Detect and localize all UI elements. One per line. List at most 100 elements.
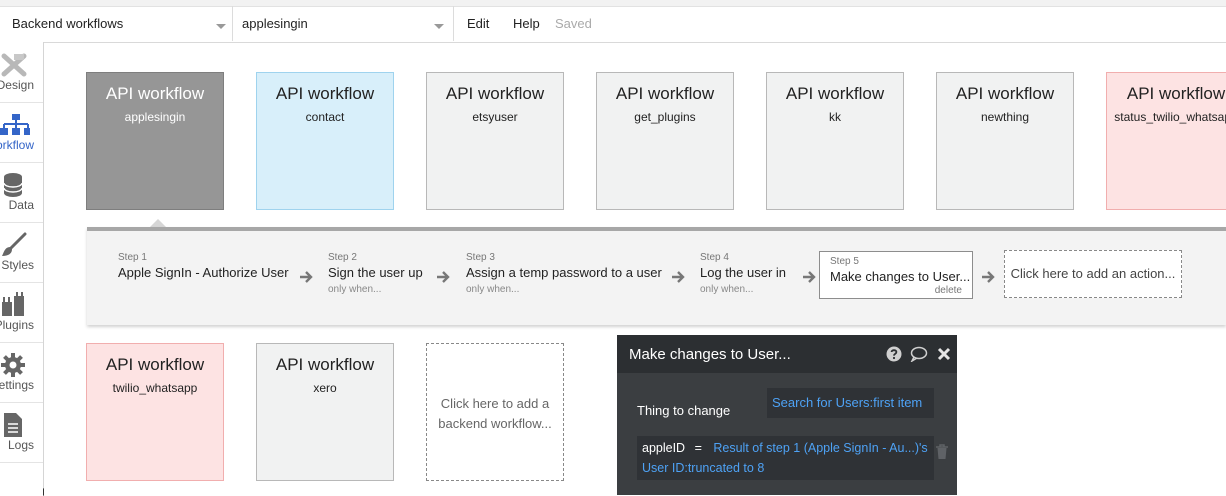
sidebar-item-styles[interactable]: Styles	[0, 222, 43, 283]
step-number: Step 5	[830, 256, 859, 267]
add-backend-workflow-button[interactable]: Click here to add a backend workflow...	[426, 343, 564, 481]
document-icon	[4, 413, 22, 437]
workflow-type: API workflow	[615, 84, 715, 103]
field-assignment[interactable]: appleID = Result of step 1 (Apple SignIn…	[637, 436, 934, 480]
sidebar-item-logs[interactable]: Logs	[0, 402, 43, 463]
sidebar-item-label: Design	[0, 78, 34, 92]
step-condition: only when...	[466, 284, 520, 295]
design-icon	[1, 53, 27, 77]
workflow-name: status_twilio_whatsapp	[1114, 110, 1226, 124]
add-workflow-line2: backend workflow...	[438, 416, 552, 431]
chevron-down-icon	[434, 24, 444, 29]
sidebar-item-workflow[interactable]: Workflow	[0, 102, 43, 163]
sidebar-item-data[interactable]: Data	[0, 162, 43, 223]
panel-header[interactable]: Make changes to User...	[617, 335, 957, 373]
help-icon[interactable]	[886, 346, 902, 362]
property-editor-panel: Make changes to User... Thing to change …	[617, 335, 957, 495]
field-value[interactable]: Result of step 1 (Apple SignIn - Au...)'…	[713, 441, 928, 455]
sidebar-item-settings[interactable]: Settings	[0, 342, 43, 403]
sidebar-item-design[interactable]: Design	[0, 42, 43, 103]
sidebar-item-label: Settings	[0, 378, 34, 392]
add-action-button[interactable]: Click here to add an action...	[1004, 250, 1182, 298]
field-operator: =	[694, 441, 702, 455]
workflow-name: applesingin	[124, 110, 186, 124]
workflow-card[interactable]: API workflow kk	[766, 72, 904, 210]
step-condition: only when...	[328, 284, 382, 295]
step-label: Sign the user up	[328, 265, 423, 280]
workflow-type: API workflow	[275, 84, 375, 103]
step-number: Step 2	[328, 252, 357, 263]
workflow-step-5[interactable]: Step 5 Make changes to User... delete	[819, 251, 973, 299]
sidebar-item-label: Plugins	[0, 318, 34, 332]
workflow-type: API workflow	[1126, 84, 1226, 103]
arrow-right-icon	[982, 271, 995, 283]
workflow-type: API workflow	[445, 84, 545, 103]
workflow-card[interactable]: API workflow applesingin	[86, 72, 224, 210]
workflow-card[interactable]: API workflow status_twilio_whatsapp	[1106, 72, 1226, 210]
comment-icon[interactable]	[910, 346, 928, 362]
trash-icon[interactable]	[935, 444, 949, 460]
sidebar-item-plugins[interactable]: Plugins	[0, 282, 43, 343]
add-workflow-line1: Click here to add a	[440, 396, 550, 411]
workflow-name: kk	[829, 110, 841, 124]
workflow-name: twilio_whatsapp	[112, 381, 198, 395]
step-number: Step 3	[466, 252, 495, 263]
step-number: Step 1	[118, 252, 147, 263]
workflow-name: xero	[313, 381, 337, 395]
chevron-down-icon	[216, 24, 226, 29]
workflow-steps-bar: Step 1 Apple SignIn - Authorize User Ste…	[87, 227, 1226, 325]
sidebar-item-label: Styles	[1, 258, 34, 272]
workflow-step-1[interactable]: Step 1 Apple SignIn - Authorize User	[118, 252, 289, 280]
field-value[interactable]: User ID:truncated to 8	[642, 461, 765, 475]
thing-to-change-label: Thing to change	[637, 403, 731, 418]
workflow-card[interactable]: API workflow get_plugins	[596, 72, 734, 210]
step-label: Make changes to User...	[830, 269, 971, 284]
step-condition: only when...	[700, 284, 754, 295]
delete-step-link[interactable]: delete	[934, 285, 962, 296]
workflow-card[interactable]: API workflow contact	[256, 72, 394, 210]
left-sidebar: Design Workflow Data Styles P	[0, 42, 48, 496]
workflow-name: newthing	[980, 110, 1030, 124]
workflow-name: etsyuser	[472, 110, 518, 124]
field-key: appleID	[642, 441, 686, 455]
step-label: Apple SignIn - Authorize User	[118, 265, 289, 280]
workflow-type: API workflow	[105, 355, 205, 374]
thing-to-change-value[interactable]: Search for Users:first item	[767, 388, 934, 418]
selection-pointer	[150, 219, 166, 227]
step-number: Step 4	[700, 252, 729, 263]
workflow-dropdown-value: applesingin	[242, 16, 308, 31]
workflow-card[interactable]: API workflow xero	[256, 343, 394, 481]
step-label: Log the user in	[700, 265, 787, 280]
database-icon	[3, 173, 23, 197]
brush-icon	[2, 232, 27, 256]
menu-help[interactable]: Help	[513, 16, 540, 31]
sidebar-item-label: Data	[8, 198, 34, 212]
workflow-dropdown[interactable]: applesingin	[233, 6, 454, 41]
workflow-card[interactable]: API workflow twilio_whatsapp	[86, 343, 224, 481]
arrow-right-icon	[437, 271, 450, 283]
workflow-icon	[0, 114, 30, 135]
workflow-step-3[interactable]: Step 3 Assign a temp password to a user …	[466, 252, 662, 295]
sidebar-item-label: Logs	[7, 438, 34, 452]
workflow-name: contact	[305, 110, 345, 124]
plugin-icon	[2, 292, 24, 316]
workflow-name: get_plugins	[634, 110, 696, 124]
page-dropdown-value: Backend workflows	[12, 16, 124, 31]
top-strip	[0, 0, 1226, 7]
page-dropdown[interactable]: Backend workflows	[0, 6, 233, 41]
step-label: Assign a temp password to a user	[466, 265, 662, 280]
workflow-step-2[interactable]: Step 2 Sign the user up only when...	[328, 252, 423, 295]
gear-icon	[1, 353, 25, 377]
workflow-card[interactable]: API workflow newthing	[936, 72, 1074, 210]
workflow-type: API workflow	[275, 355, 375, 374]
workflow-type: API workflow	[955, 84, 1055, 103]
workflow-card[interactable]: API workflow etsyuser	[426, 72, 564, 210]
arrow-right-icon	[803, 271, 816, 283]
menu-edit[interactable]: Edit	[467, 16, 490, 31]
close-icon[interactable]	[937, 346, 951, 362]
workflow-step-4[interactable]: Step 4 Log the user in only when...	[700, 252, 786, 295]
arrow-right-icon	[300, 271, 313, 283]
save-status: Saved	[555, 16, 592, 31]
workflow-canvas: API workflow applesingin API workflow co…	[44, 43, 1226, 495]
sidebar-item-label: Workflow	[0, 138, 34, 152]
